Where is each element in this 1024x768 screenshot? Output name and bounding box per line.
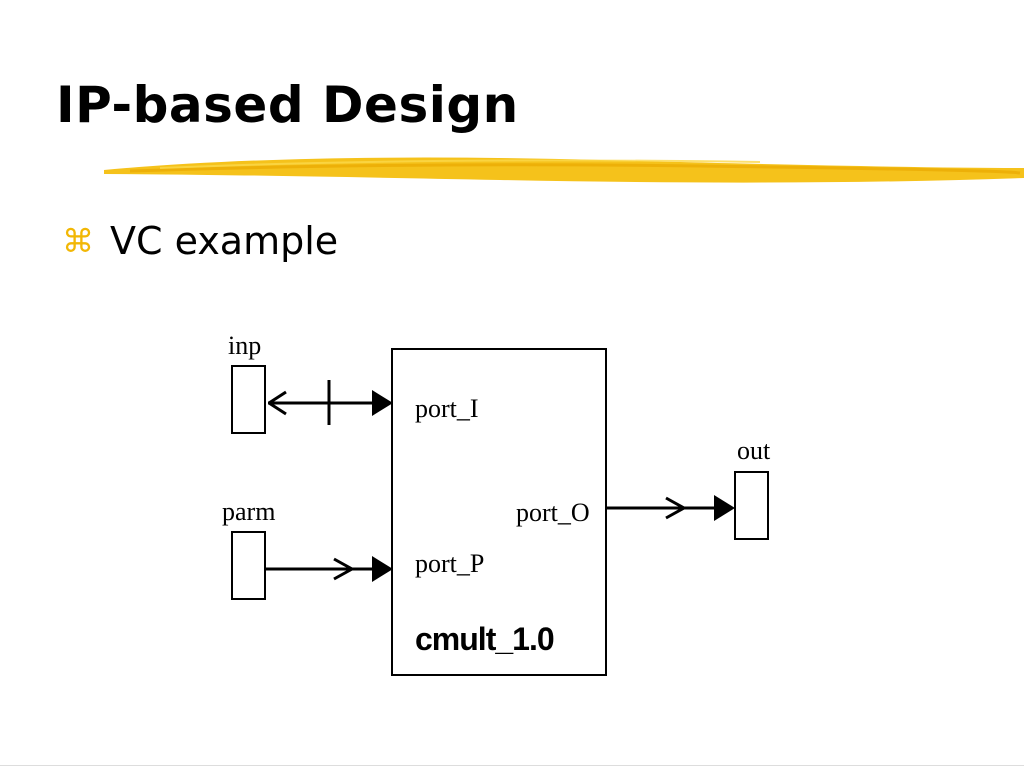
inp-label: inp <box>228 331 261 360</box>
out-connection <box>606 495 735 521</box>
parm-connection <box>265 556 393 582</box>
slide-title: IP-based Design <box>56 76 519 134</box>
out-terminal <box>734 471 769 540</box>
out-label: out <box>737 436 771 465</box>
port-p-label: port_P <box>415 549 484 578</box>
port-o-label: port_O <box>516 498 590 527</box>
parm-label: parm <box>222 497 275 526</box>
command-key-icon: ⌘ <box>62 222 94 260</box>
port-i-label: port_I <box>415 394 479 423</box>
cmult-block <box>391 348 607 676</box>
inp-terminal <box>231 365 266 434</box>
bullet-text: VC example <box>110 219 339 263</box>
block-name: cmult_1.0 <box>415 621 554 657</box>
title-underline <box>104 157 1024 183</box>
bottom-divider <box>0 765 1024 766</box>
parm-terminal <box>231 531 266 600</box>
bullet-item: ⌘ VC example <box>62 222 338 260</box>
inp-connection <box>268 380 393 425</box>
